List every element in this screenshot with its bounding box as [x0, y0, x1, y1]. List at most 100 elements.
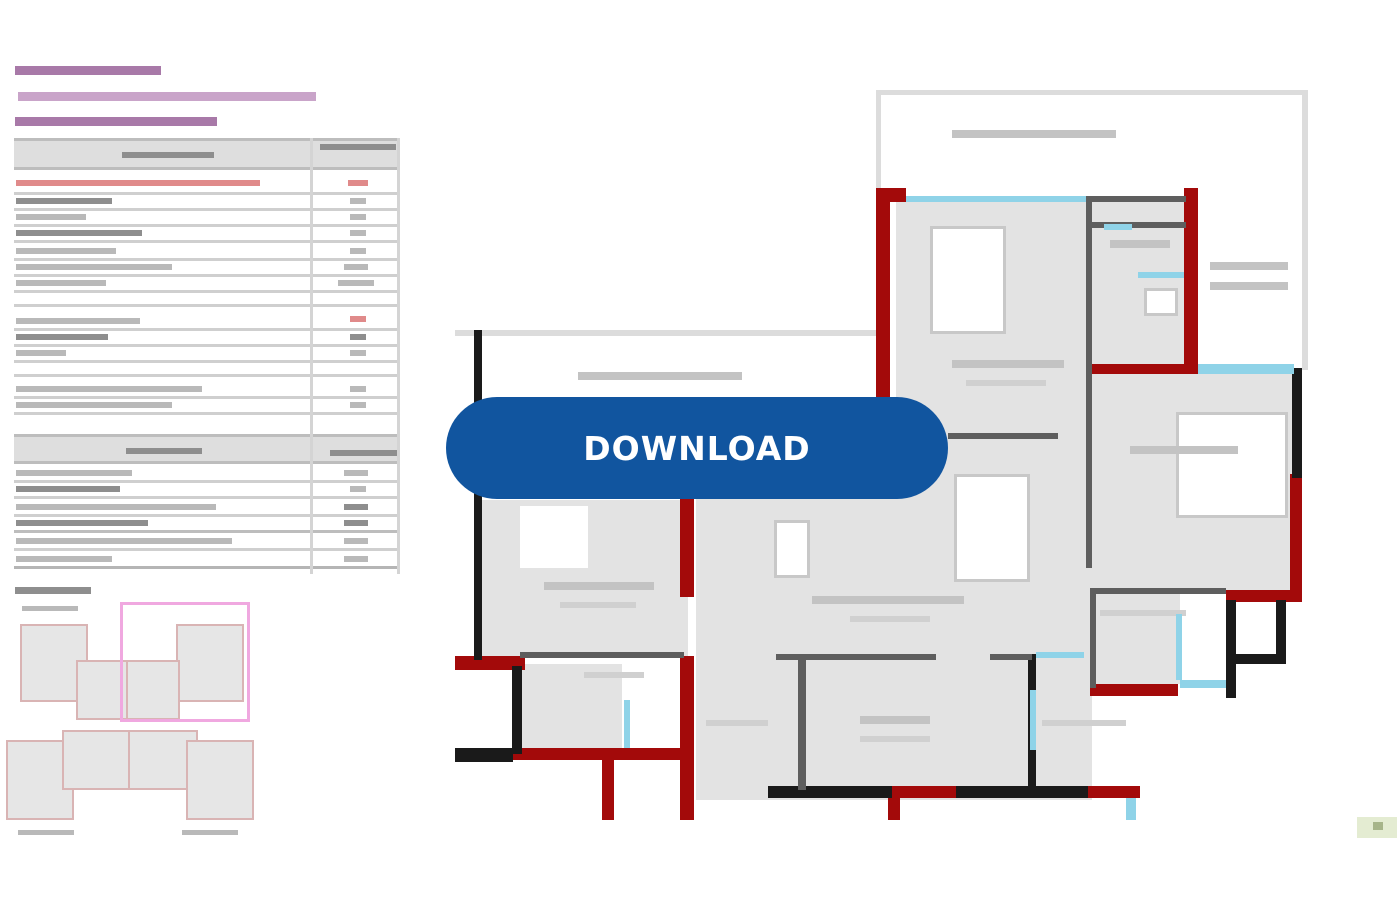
unit-title-line-3 — [15, 117, 217, 126]
table-cell — [16, 198, 112, 204]
bedroom-3-label — [544, 582, 654, 590]
rcc-wall — [888, 786, 958, 798]
block-wall — [1292, 368, 1302, 478]
table-divider — [14, 374, 400, 377]
living-dining-dimensions — [850, 616, 930, 622]
balcony-outline — [455, 330, 880, 336]
window — [1104, 224, 1132, 230]
table-cell — [350, 248, 366, 254]
balcony-outline — [876, 90, 1308, 95]
table-cell — [16, 214, 86, 220]
partition-wall — [1090, 588, 1226, 594]
key-plan-unit — [62, 730, 132, 790]
table-cell — [16, 386, 202, 392]
table-cell — [344, 264, 368, 270]
foyer-label — [706, 720, 768, 726]
key-plan-title — [15, 587, 91, 594]
table-cell — [344, 538, 368, 544]
table-cell — [16, 264, 172, 270]
table-divider — [14, 496, 400, 499]
partition-wall — [1090, 222, 1186, 228]
table-divider — [14, 412, 400, 415]
table-header-2-text — [126, 448, 202, 454]
rcc-wall — [1086, 786, 1140, 798]
table-row-highlight-text — [16, 180, 260, 186]
wc-fixture — [1144, 288, 1178, 316]
toilet-2-label — [584, 672, 644, 678]
balcony-outline — [876, 90, 881, 190]
table-divider — [14, 344, 400, 347]
table-divider — [14, 566, 400, 569]
key-plan-unit — [186, 740, 254, 820]
table-cell — [350, 350, 366, 356]
table-divider — [14, 530, 400, 533]
table-cell — [16, 402, 172, 408]
window — [1176, 614, 1182, 680]
table-divider — [14, 304, 400, 307]
partition-wall — [520, 652, 684, 658]
partition-wall — [1086, 368, 1092, 568]
window — [1138, 272, 1184, 278]
key-plan-label — [18, 830, 74, 835]
table-cell — [16, 318, 140, 324]
block-wall — [455, 748, 513, 762]
partition-wall — [990, 654, 1032, 660]
table-cell — [350, 334, 366, 340]
window — [624, 700, 630, 748]
window — [1036, 652, 1084, 658]
area-statement-table — [14, 138, 400, 574]
partition-wall — [776, 654, 936, 660]
table-cell — [16, 334, 108, 340]
dining-table — [954, 474, 1030, 582]
table-divider — [14, 360, 400, 363]
kitchen-dimensions — [860, 736, 930, 742]
partition-wall — [1086, 196, 1092, 438]
table-cell — [344, 556, 368, 562]
table-cell — [344, 470, 368, 476]
table-cell — [16, 520, 148, 526]
utility-balcony-label — [1042, 720, 1126, 726]
rcc-wall — [510, 748, 694, 760]
unit-title-line-2 — [18, 92, 316, 101]
table-divider — [14, 224, 400, 227]
foyer-area — [702, 664, 774, 794]
toilet-3-label — [1100, 610, 1186, 616]
block-wall — [512, 666, 522, 754]
living-dining-label — [812, 596, 964, 604]
rcc-wall — [1226, 590, 1302, 602]
block-wall — [1226, 600, 1236, 698]
block-wall — [1276, 600, 1286, 664]
rcc-wall — [680, 497, 694, 597]
table-row-highlight-value — [348, 180, 368, 186]
table-header-2-text-right — [330, 450, 400, 456]
table-header-2 — [14, 434, 400, 464]
table-cell — [338, 280, 374, 286]
rcc-wall — [602, 756, 614, 820]
left-balcony-label — [578, 372, 742, 380]
table-divider — [14, 396, 400, 399]
table-cell — [16, 280, 106, 286]
rcc-wall — [1090, 684, 1178, 696]
table-column-divider — [397, 138, 400, 574]
table-divider — [14, 480, 400, 483]
window — [1030, 690, 1036, 750]
table-cell — [344, 520, 368, 526]
kitchen-area — [836, 664, 986, 790]
bed-furniture — [520, 506, 588, 568]
table-header-text — [122, 152, 214, 158]
download-button[interactable]: DOWNLOAD — [446, 397, 948, 499]
table-cell — [350, 230, 366, 236]
corner-badge-icon — [1373, 822, 1383, 830]
table-divider — [14, 514, 400, 517]
partition-wall — [1090, 196, 1186, 202]
partition-wall — [948, 433, 1058, 439]
table-divider — [14, 240, 400, 243]
table-cell — [16, 350, 66, 356]
table-cell — [16, 230, 142, 236]
partition-wall — [798, 660, 806, 790]
block-wall — [956, 786, 1088, 798]
corner-badge — [1357, 817, 1397, 838]
table-divider — [14, 328, 400, 331]
window — [1180, 680, 1226, 688]
table-cell — [16, 248, 116, 254]
